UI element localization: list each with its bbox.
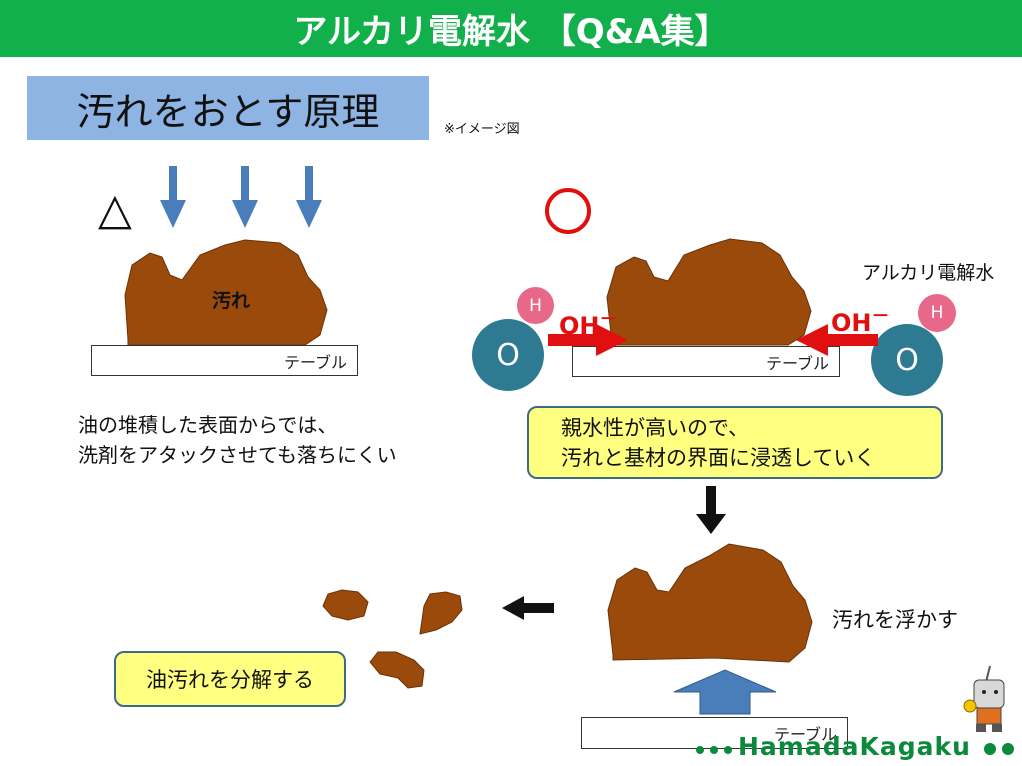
down-arrow-3 [296,166,322,228]
down-arrows [160,166,322,228]
blue-up-arrow [673,669,777,715]
hydrophilic-callout: 親水性が高いので、 汚れと基材の界面に浸透していく [527,406,943,479]
callout-line1: 親水性が高いので、 [561,416,750,440]
stain-piece-3 [369,651,425,689]
subtitle-text: 汚れをおとす原理 [76,89,380,134]
hydrogen-atom-right: H [918,294,956,332]
header-title: アルカリ電解水 【Q&A集】 [293,12,729,52]
stain-pieces [322,589,463,689]
table-right-label: テーブル [765,353,829,373]
table-bottom-label: テーブル [773,725,837,744]
callout-line2: 汚れと基材の界面に浸透していく [561,446,876,470]
page-header: アルカリ電解水 【Q&A集】 [0,0,1022,57]
left-caption-line1: 油の堆積した表面からでは、 [78,413,338,437]
oxygen-atom-left: O [472,319,544,391]
oh-text-right: OH [831,309,872,337]
stain-right [606,238,812,346]
red-arrow-left [796,324,878,356]
stain-piece-1 [322,589,369,621]
logo-dots-left [696,746,732,754]
image-note: ※イメージ図 [444,122,520,137]
decompose-label: 油汚れを分解する [146,668,314,692]
black-left-arrow [502,596,554,620]
logo-dots-right [984,743,1014,755]
float-label: 汚れを浮かす [832,608,958,632]
oxygen-atom-right: O [871,324,943,396]
black-down-arrow [696,486,726,534]
mascot-image [963,665,1005,732]
subtitle-box: 汚れをおとす原理 [27,76,429,140]
stain-piece-2 [419,591,463,635]
triangle-mark: △ [98,184,132,235]
circle-mark [545,188,591,234]
company-logo: HamadaKagaku [738,732,971,761]
table-left-label: テーブル [283,352,347,372]
alkaline-water-label: アルカリ電解水 [862,262,995,284]
stain-left [124,239,328,346]
hydrogen-atom-left: H [517,287,554,324]
decompose-callout: 油汚れを分解する [114,651,346,707]
stain-bottom [607,543,813,663]
left-caption: 油の堆積した表面からでは、 洗剤をアタックさせても落ちにくい [78,410,397,470]
stain-label: 汚れ [212,290,251,312]
table-left: テーブル [91,345,358,376]
down-arrow-1 [160,166,186,228]
red-arrow-right [548,324,628,356]
down-arrow-2 [232,166,258,228]
table-right: テーブル [572,346,840,377]
oh-label-right: OH－ [831,306,890,337]
left-caption-line2: 洗剤をアタックさせても落ちにくい [78,443,397,467]
